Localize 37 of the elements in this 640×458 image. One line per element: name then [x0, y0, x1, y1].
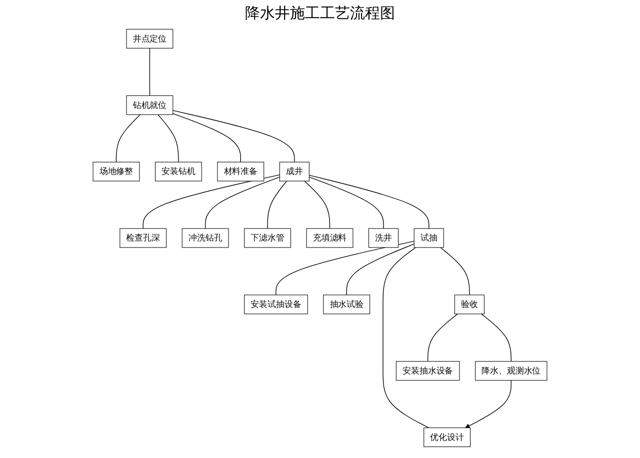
connector [116, 114, 140, 162]
node-box: 井点定位 [126, 28, 174, 48]
connector [481, 314, 512, 362]
node-box: 安装抽水设备 [396, 361, 460, 381]
connector [427, 314, 458, 362]
connector [308, 174, 430, 229]
connector [304, 180, 330, 229]
node-box: 验收 [454, 294, 484, 314]
connector [346, 244, 414, 296]
connector [172, 110, 295, 162]
connector [276, 240, 414, 296]
node-box: 冲洗钻孔 [182, 228, 229, 248]
connector [172, 113, 241, 162]
connector [158, 114, 179, 162]
node-box: 抽水试验 [323, 294, 370, 314]
connector [142, 174, 280, 229]
node-box: 安装钻机 [154, 162, 202, 182]
node-box: 成井 [279, 162, 310, 182]
arrow [465, 380, 512, 428]
connector [204, 176, 280, 229]
node-box: 材料准备 [217, 162, 264, 182]
node-box: 场地修整 [92, 162, 140, 182]
connector [382, 247, 430, 428]
node-box: 下滤水管 [244, 228, 291, 248]
node-box: 安装试抽设备 [244, 294, 308, 314]
node-box: 优化设计 [424, 428, 471, 448]
node-box: 钻机就位 [126, 95, 174, 115]
node-box: 试抽 [414, 228, 444, 248]
node-box: 充填滤料 [306, 228, 354, 248]
node-box: 洗井 [368, 228, 399, 248]
diagram-title: 降水井施工工艺流程图 [244, 4, 396, 23]
connector [308, 176, 384, 229]
connector [440, 247, 470, 296]
node-box: 检查孔深 [120, 228, 167, 248]
connector [149, 48, 150, 96]
connector [267, 180, 288, 229]
node-box: 降水、观测水位 [475, 361, 548, 381]
